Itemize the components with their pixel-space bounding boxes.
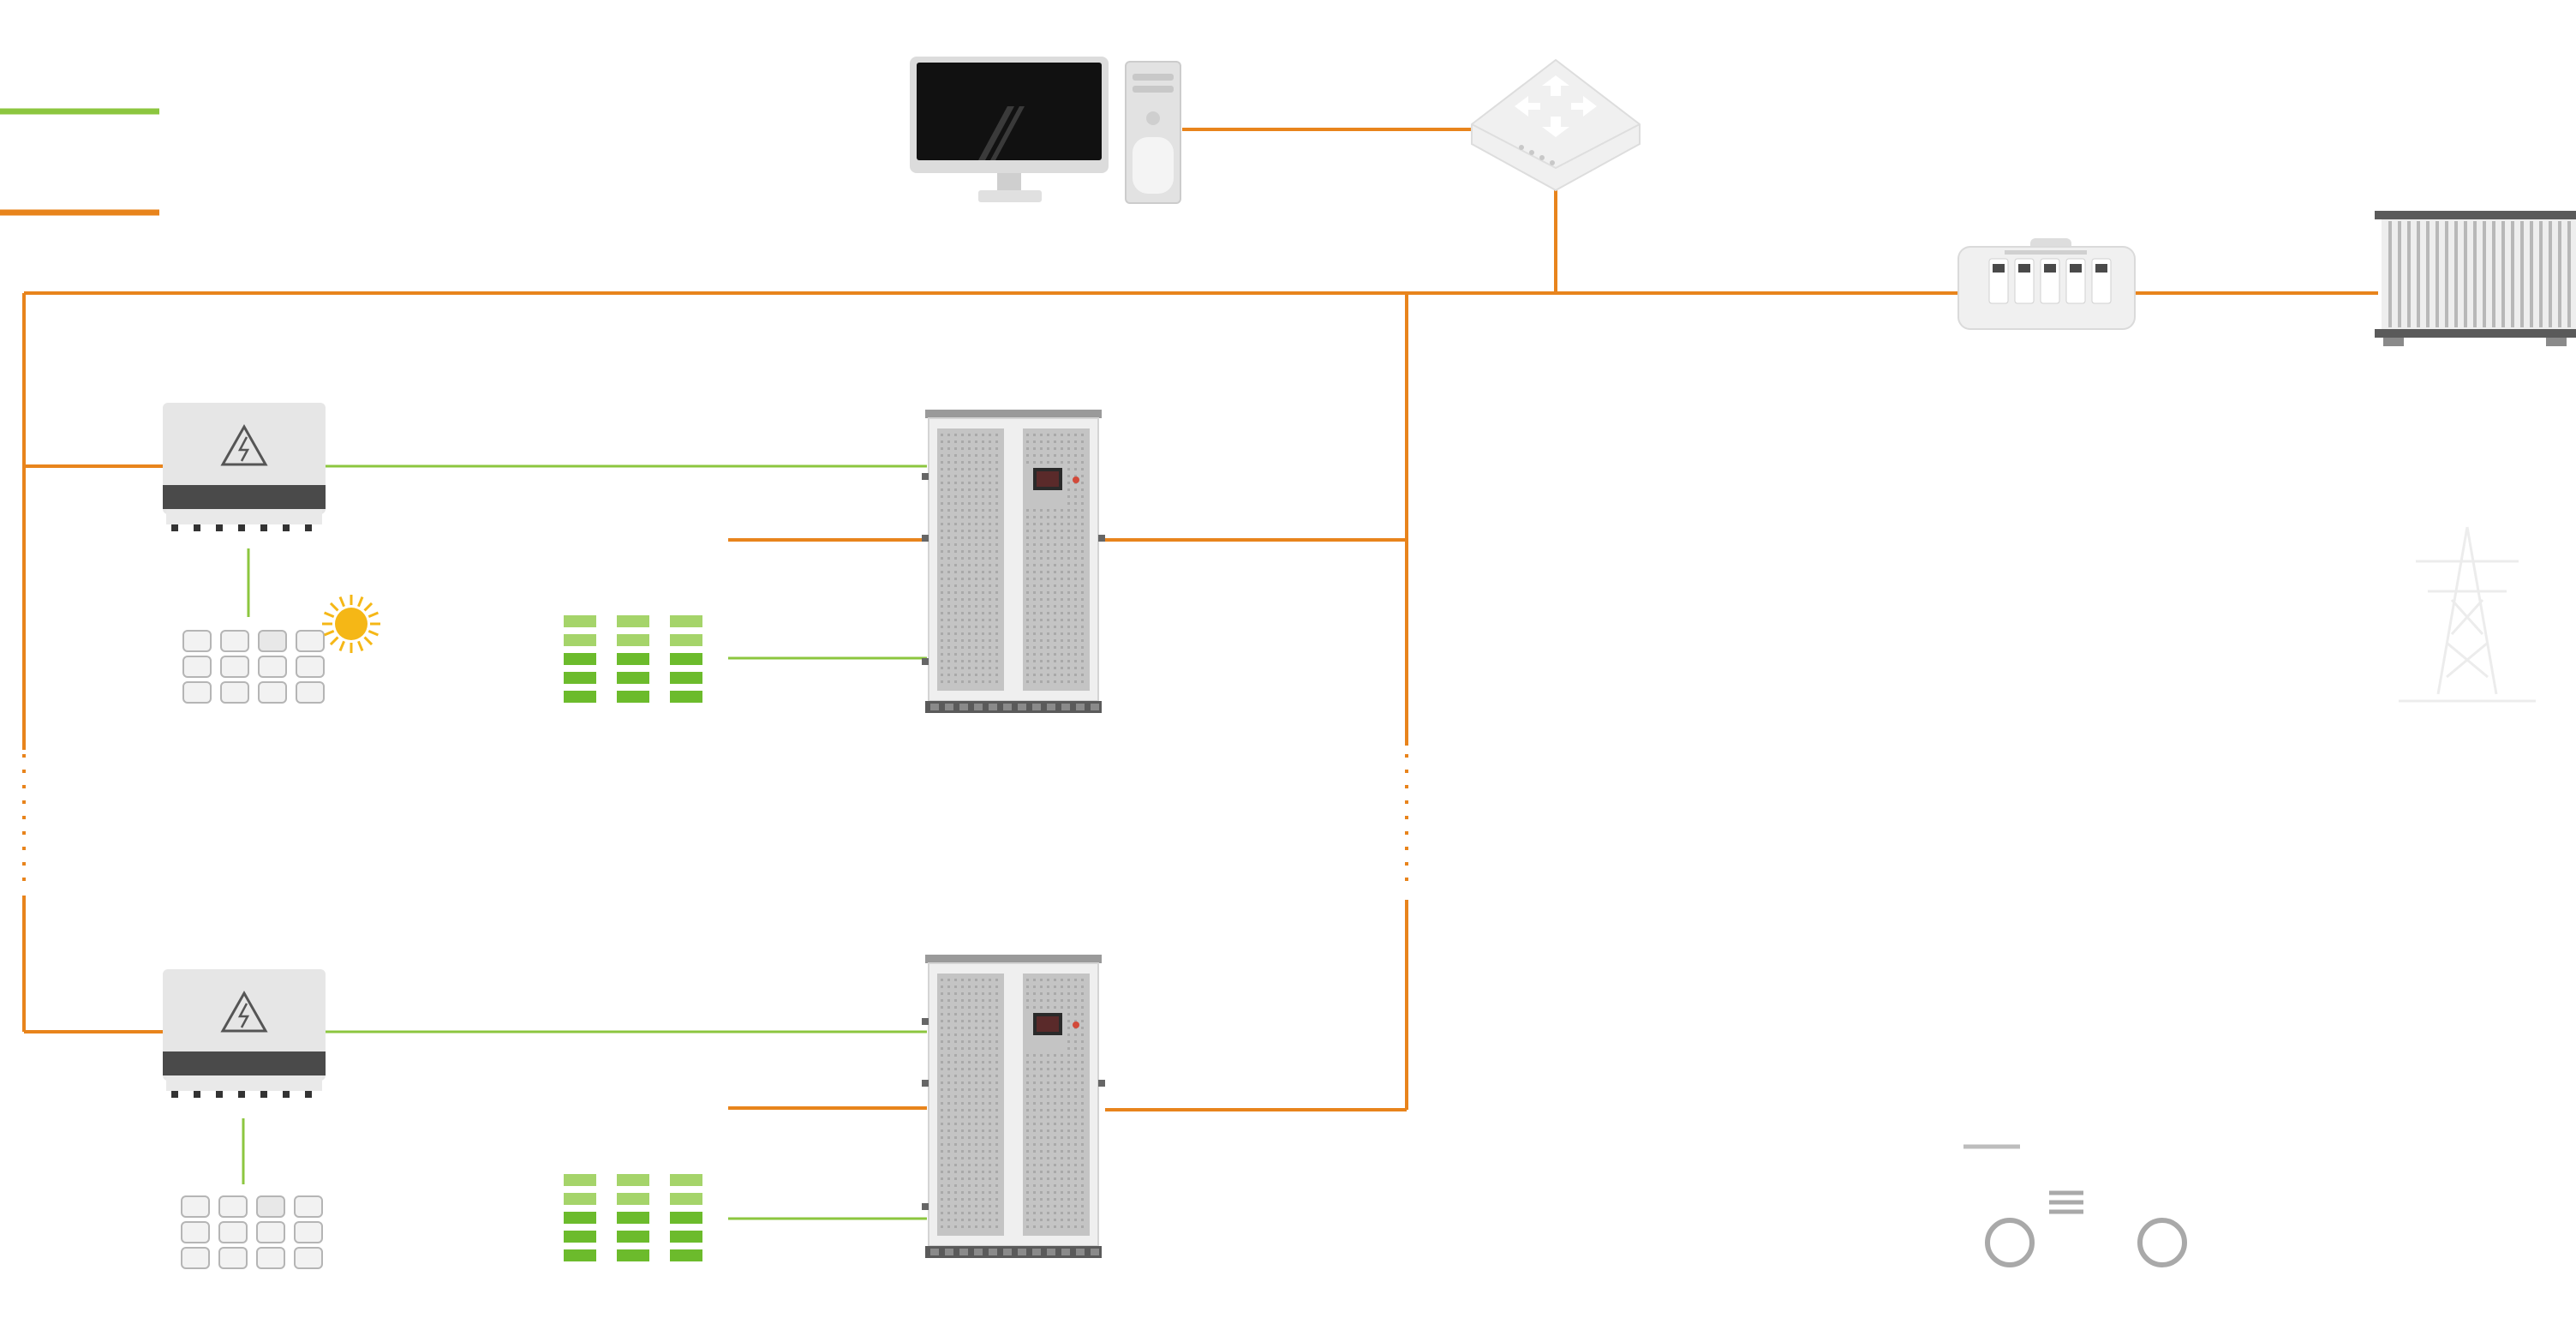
wiring [22, 128, 2378, 1220]
pcs-cabinet-icon [922, 410, 1105, 713]
battery-rack-icon [564, 1174, 702, 1261]
power-tower-icon [2399, 526, 2536, 703]
wheel-right [2137, 1218, 2187, 1267]
solar-panel-icon [181, 1195, 323, 1269]
pv-inverter-icon [163, 969, 326, 1098]
wheel-left [1985, 1218, 2035, 1267]
breaker-switches [1988, 258, 2112, 304]
computer-icon [910, 57, 1181, 204]
transformer-icon [2375, 211, 2576, 346]
legend [0, 108, 159, 216]
battery-rack-icon [564, 615, 702, 703]
generation-units [163, 403, 1105, 1269]
pcs-cabinet-icon [922, 955, 1105, 1258]
router-icon [1471, 58, 1641, 192]
pv-inverter-icon [163, 403, 326, 531]
sun-icon [322, 595, 380, 653]
breaker-panel-icon [1957, 238, 2136, 330]
solar-panel-icon [182, 630, 325, 704]
ev-charger-icon [1963, 1144, 2187, 1267]
